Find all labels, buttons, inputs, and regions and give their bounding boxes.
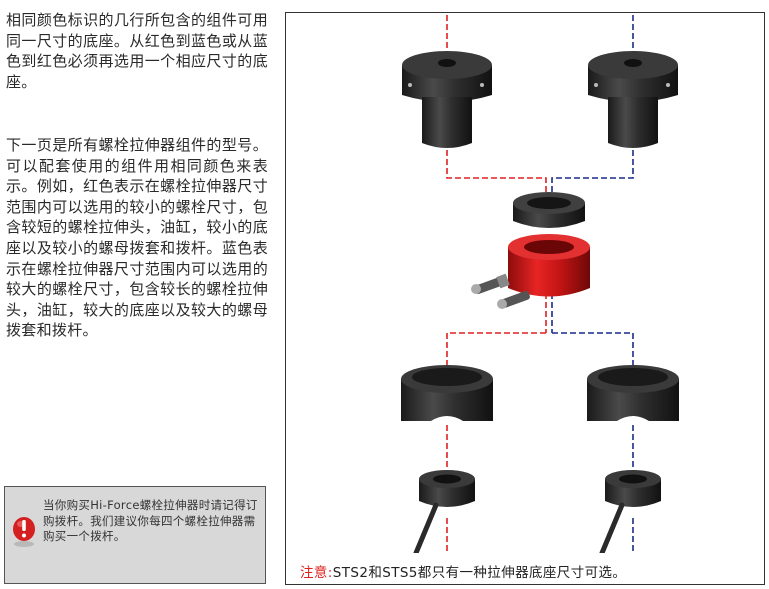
hydraulic-cylinder-red (508, 234, 590, 297)
warning-exclamation-icon (13, 517, 35, 547)
puller-head-short (402, 51, 492, 148)
caption-label: 注意: (300, 565, 333, 581)
tensioner-assembly-illustration (401, 15, 679, 553)
bridge-large (587, 365, 679, 421)
tensioner-diagram-frame: 注意:STS2和STS5都只有一种拉伸器底座尺寸可选。 (285, 12, 765, 585)
note-box: 当你购买Hi-Force螺栓拉伸器时请记得订购拨杆。我们建议你每四个螺栓拉伸器需… (4, 486, 266, 584)
bridge-small (401, 365, 493, 421)
socket-and-tommy-bar-large (599, 470, 661, 553)
hose-couplers (471, 273, 530, 309)
caption-note: 注意:STS2和STS5都只有一种拉伸器底座尺寸可选。 (300, 561, 626, 581)
description-paragraph: 下一页是所有螺栓拉伸器组件的型号。可以配套使用的组件用相同颜色来表示。例如，红色… (6, 136, 268, 340)
caption-text: STS2和STS5都只有一种拉伸器底座尺寸可选。 (332, 565, 627, 581)
intro-paragraph: 相同颜色标识的几行所包含的组件可用同一尺寸的底座。从红色到蓝色或从蓝色到红色必须… (6, 11, 268, 91)
piston-ring (513, 192, 585, 228)
puller-head-long (588, 51, 678, 148)
socket-and-tommy-bar-small (413, 470, 475, 553)
note-text: 当你购买Hi-Force螺栓拉伸器时请记得订购拨杆。我们建议你每四个螺栓拉伸器需… (43, 498, 258, 543)
